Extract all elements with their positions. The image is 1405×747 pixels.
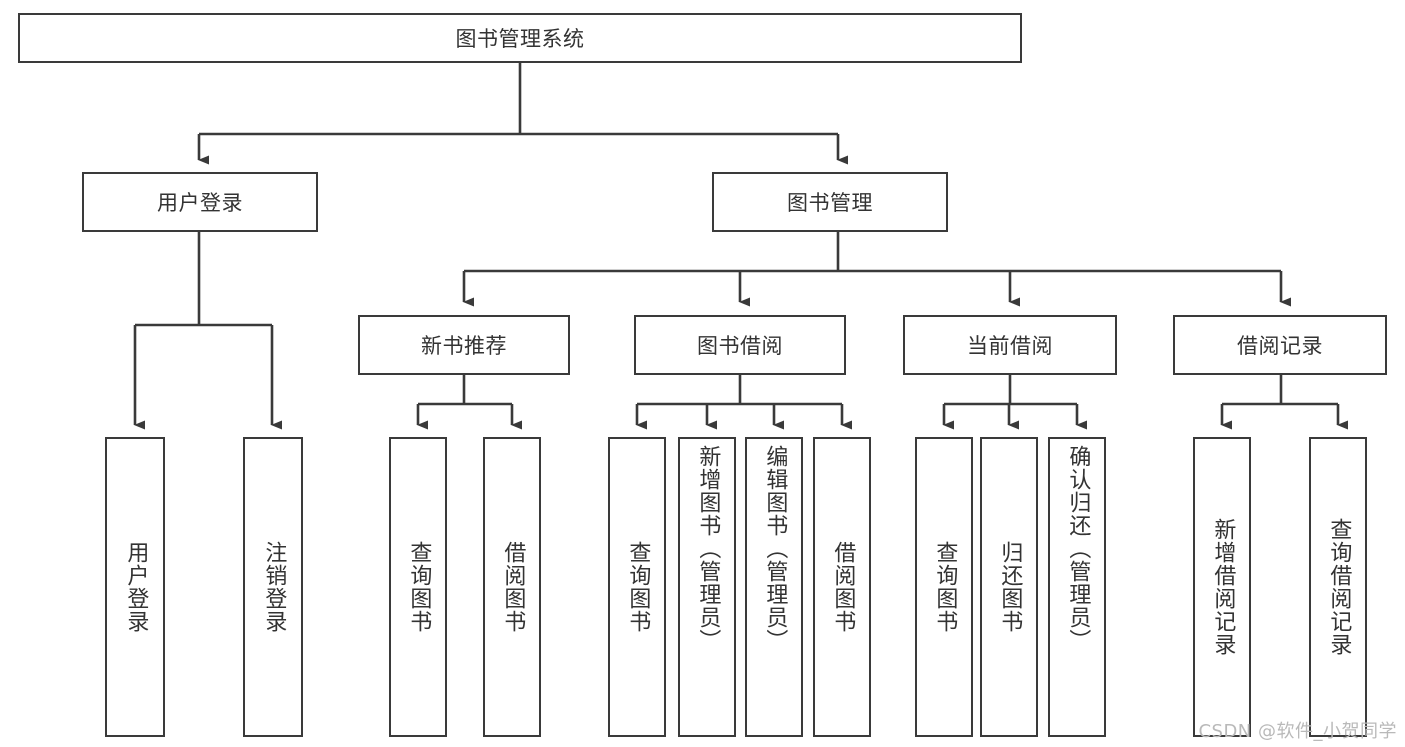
edges-borrowrecord-to-leaves	[1220, 375, 1348, 430]
node-root-system-label: 图书管理系统	[455, 27, 585, 51]
node-user-login[interactable]: 用户登录	[82, 172, 318, 232]
leaf-borrow-add-book-admin-label: 新增图书（管理员）	[695, 445, 721, 652]
leaf-current-return-books-label: 归还图书	[997, 541, 1023, 633]
edges-newbook-to-leaves	[416, 375, 522, 430]
leaf-borrow-query-books[interactable]: 查询图书	[608, 437, 666, 737]
node-current-borrow-label: 当前借阅	[967, 334, 1053, 358]
leaf-recommend-borrow-books[interactable]: 借阅图书	[483, 437, 541, 737]
leaf-record-query-borrow-record-label: 查询借阅记录	[1326, 518, 1352, 656]
edges-currentborrow-to-leaves	[942, 375, 1087, 430]
node-book-borrow-label: 图书借阅	[697, 334, 783, 358]
leaf-borrow-edit-book-admin[interactable]: 编辑图书（管理员）	[745, 437, 803, 737]
leaf-user-login-label: 用户登录	[123, 541, 149, 633]
leaf-user-login[interactable]: 用户登录	[105, 437, 165, 737]
node-book-management-label: 图书管理	[787, 191, 873, 215]
leaf-current-confirm-return-admin-label: 确认归还（管理员）	[1065, 445, 1091, 652]
node-book-management[interactable]: 图书管理	[712, 172, 948, 232]
leaf-current-confirm-return-admin[interactable]: 确认归还（管理员）	[1048, 437, 1106, 737]
node-borrow-record-label: 借阅记录	[1237, 334, 1323, 358]
leaf-borrow-borrow-books[interactable]: 借阅图书	[813, 437, 871, 737]
leaf-record-query-borrow-record[interactable]: 查询借阅记录	[1309, 437, 1367, 737]
node-new-book-recommend[interactable]: 新书推荐	[358, 315, 570, 375]
edges-bookborrow-to-leaves	[635, 375, 852, 430]
leaf-borrow-add-book-admin[interactable]: 新增图书（管理员）	[678, 437, 736, 737]
leaf-logout[interactable]: 注销登录	[243, 437, 303, 737]
node-new-book-recommend-label: 新书推荐	[421, 334, 507, 358]
leaf-recommend-query-books[interactable]: 查询图书	[389, 437, 447, 737]
leaf-borrow-query-books-label: 查询图书	[625, 541, 651, 633]
leaf-current-query-books-label: 查询图书	[932, 541, 958, 633]
leaf-record-add-borrow-record-label: 新增借阅记录	[1210, 518, 1236, 656]
leaf-borrow-borrow-books-label: 借阅图书	[830, 541, 856, 633]
leaf-record-add-borrow-record[interactable]: 新增借阅记录	[1193, 437, 1251, 737]
leaf-logout-label: 注销登录	[261, 541, 287, 633]
edges-bookmgmt-to-level3	[462, 232, 1291, 307]
leaf-current-return-books[interactable]: 归还图书	[980, 437, 1038, 737]
edges-userlogin-to-leaves	[133, 232, 282, 430]
node-user-login-label: 用户登录	[157, 191, 243, 215]
node-book-borrow[interactable]: 图书借阅	[634, 315, 846, 375]
node-current-borrow[interactable]: 当前借阅	[903, 315, 1117, 375]
leaf-borrow-edit-book-admin-label: 编辑图书（管理员）	[762, 445, 788, 652]
node-root-system[interactable]: 图书管理系统	[18, 13, 1022, 63]
edges-root-to-level2	[197, 63, 848, 165]
leaf-recommend-query-books-label: 查询图书	[406, 541, 432, 633]
leaf-current-query-books[interactable]: 查询图书	[915, 437, 973, 737]
node-borrow-record[interactable]: 借阅记录	[1173, 315, 1387, 375]
leaf-recommend-borrow-books-label: 借阅图书	[500, 541, 526, 633]
watermark-text: CSDN @软件_小贺同学	[1198, 721, 1397, 742]
